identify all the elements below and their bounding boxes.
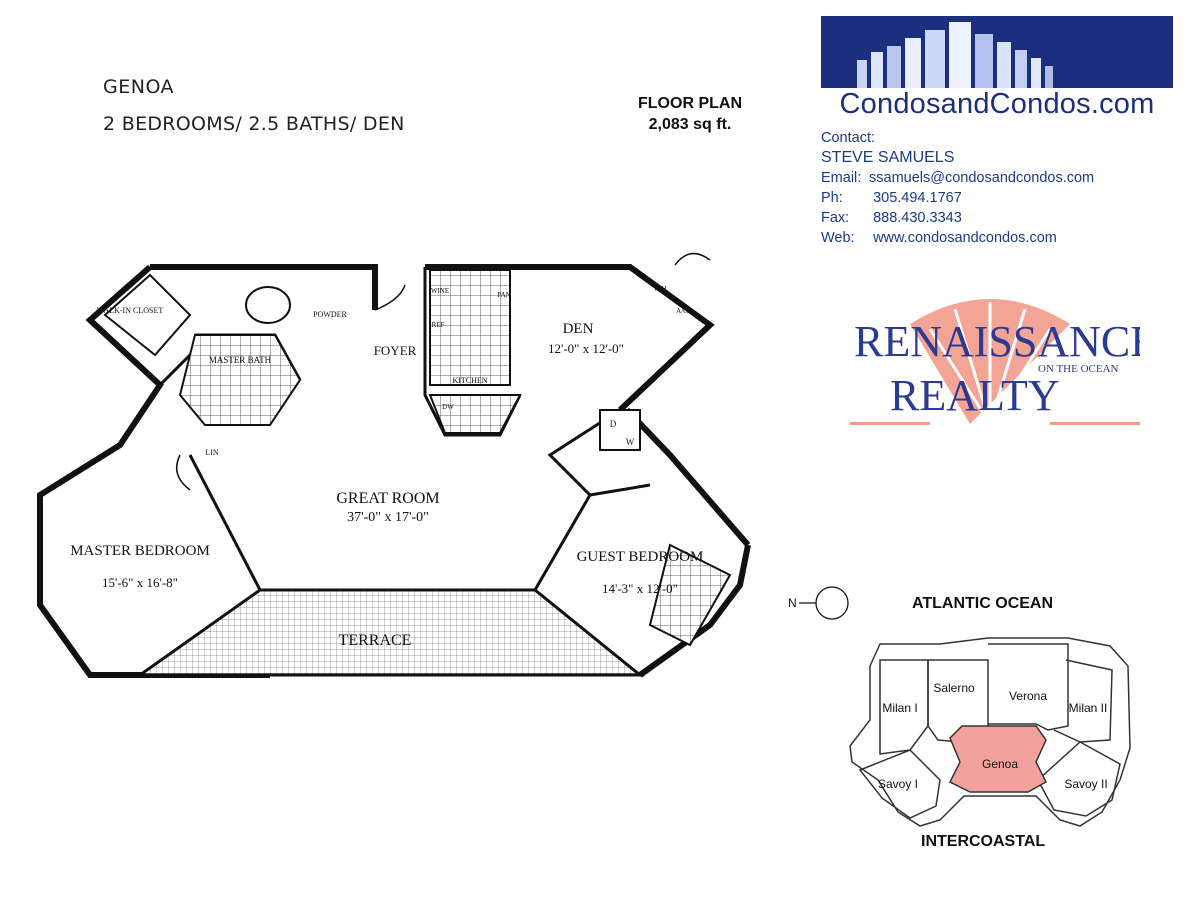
label-dryer: D bbox=[610, 419, 617, 429]
label-powder: POWDER bbox=[313, 310, 347, 319]
label-den-size: 12'-0" x 12'-0" bbox=[548, 341, 624, 356]
label-den: DEN bbox=[563, 321, 594, 337]
label-master-bedroom: MASTER BEDROOM bbox=[70, 543, 210, 559]
logo-line1: RENAISSANCE bbox=[854, 317, 1140, 366]
key-unit-savoy-2: Savoy II bbox=[1064, 777, 1107, 791]
renaissance-realty-logo: RENAISSANCE REALTY ON THE OCEAN bbox=[850, 299, 1140, 425]
fax-label: Fax: bbox=[821, 210, 850, 226]
logo-line2: REALTY bbox=[890, 371, 1060, 420]
intercoastal-label: INTERCOASTAL bbox=[921, 833, 1046, 850]
unit-configuration: 2 BEDROOMS/ 2.5 BATHS/ DEN bbox=[103, 113, 405, 135]
fax-row: Fax: 888.430.3343 bbox=[821, 208, 1094, 228]
key-unit-verona: Verona bbox=[1009, 689, 1047, 703]
north-arrow: N bbox=[788, 586, 849, 620]
email-label: Email: bbox=[821, 170, 862, 186]
floor-plan-drawing: WALK-IN CLOSET MASTER BATH POWDER FOYER … bbox=[37, 252, 751, 678]
label-master-bedroom-size: 15'-6" x 16'-8" bbox=[102, 575, 178, 590]
contact-block: Contact: STEVE SAMUELS Email: ssamuels@c… bbox=[821, 128, 1094, 248]
key-unit-salerno: Salerno bbox=[933, 681, 975, 695]
banner-site-name[interactable]: CondosandCondos.com bbox=[821, 88, 1173, 121]
label-terrace: TERRACE bbox=[339, 632, 412, 649]
kitchen-island bbox=[428, 394, 522, 434]
label-great-room-size: 37'-0" x 17'-0" bbox=[347, 510, 429, 525]
label-linen: LIN bbox=[205, 448, 219, 457]
guest-bath-area bbox=[648, 543, 732, 647]
label-master-bath: MASTER BATH bbox=[209, 355, 272, 365]
phone-value: 305.494.1767 bbox=[873, 190, 962, 206]
walk-in-closet-area bbox=[103, 273, 192, 357]
key-unit-milan-2: Milan II bbox=[1069, 701, 1108, 715]
phone-row: Ph: 305.494.1767 bbox=[821, 188, 1094, 208]
web-label: Web: bbox=[821, 230, 855, 246]
building-key-plan: Salerno Verona Milan I Milan II Genoa Sa… bbox=[849, 637, 1131, 827]
label-great-room: GREAT ROOM bbox=[336, 490, 439, 507]
condos-banner[interactable]: CondosandCondos.com bbox=[821, 16, 1173, 121]
label-wine: WINE bbox=[431, 287, 449, 295]
bathtub-icon bbox=[245, 286, 291, 324]
key-unit-genoa: Genoa bbox=[982, 757, 1018, 771]
label-ref: REF bbox=[432, 321, 445, 329]
label-dw: DW bbox=[442, 403, 454, 411]
label-washer: W bbox=[626, 437, 635, 447]
phone-label: Ph: bbox=[821, 190, 843, 206]
compass-label: N bbox=[788, 596, 797, 610]
label-water-heater: W.H. bbox=[654, 285, 669, 293]
genoa-unit-highlight bbox=[948, 725, 1047, 793]
email-link[interactable]: ssamuels@condosandcondos.com bbox=[869, 170, 1095, 186]
atlantic-ocean-label: ATLANTIC OCEAN bbox=[912, 595, 1054, 612]
entry-door-icon bbox=[374, 284, 406, 311]
label-kitchen: KITCHEN bbox=[452, 376, 487, 385]
email-row: Email: ssamuels@condosandcondos.com bbox=[821, 168, 1094, 188]
master-bath-area bbox=[178, 334, 302, 426]
floor-plan-size: 2,083 sq ft. bbox=[648, 116, 732, 133]
compass-icon bbox=[815, 586, 849, 620]
floor-plan-title: FLOOR PLAN 2,083 sq ft. bbox=[610, 93, 770, 135]
kitchen-area bbox=[429, 269, 511, 386]
label-ac: A/C bbox=[676, 307, 688, 315]
label-guest-bedroom: GUEST BEDROOM bbox=[577, 549, 704, 565]
key-unit-milan-1: Milan I bbox=[882, 701, 917, 715]
agent-name: STEVE SAMUELS bbox=[821, 149, 955, 166]
label-foyer: FOYER bbox=[374, 343, 417, 358]
contact-heading: Contact: bbox=[821, 130, 875, 146]
logo-tagline: ON THE OCEAN bbox=[1038, 363, 1119, 375]
skyline-icon bbox=[821, 16, 1173, 88]
unit-name: GENOA bbox=[103, 76, 175, 98]
key-unit-savoy-1: Savoy I bbox=[878, 777, 918, 791]
terrace-area bbox=[135, 588, 645, 677]
web-row: Web: www.condosandcondos.com bbox=[821, 228, 1094, 248]
floor-plan-label: FLOOR PLAN bbox=[638, 95, 742, 112]
laundry-closet bbox=[599, 409, 641, 451]
web-link[interactable]: www.condosandcondos.com bbox=[873, 230, 1057, 246]
fax-value: 888.430.3343 bbox=[873, 210, 962, 226]
label-guest-bedroom-size: 14'-3" x 12'-0" bbox=[602, 581, 678, 596]
label-pan: PAN bbox=[497, 291, 510, 299]
label-walk-in-closet: WALK-IN CLOSET bbox=[97, 306, 164, 315]
